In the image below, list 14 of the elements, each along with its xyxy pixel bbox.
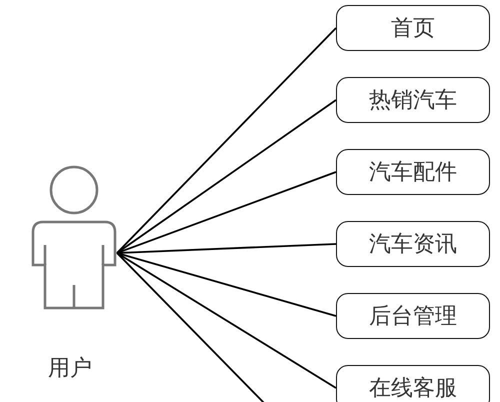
actor-label: 用户 [48, 355, 92, 383]
use-case-box: 汽车资讯 [336, 221, 490, 267]
connector-line [116, 27, 337, 254]
use-case-box: 汽车配件 [336, 149, 490, 195]
connector-line [116, 99, 337, 254]
use-case-box: 热销汽车 [336, 77, 490, 123]
connector-line [116, 252, 267, 402]
use-case-box: 后台管理 [336, 293, 490, 339]
connector-line [116, 252, 336, 317]
connector-line [116, 243, 336, 254]
connector-line [116, 171, 336, 254]
use-case-box: 在线客服 [336, 365, 490, 402]
use-case-box: 首页 [336, 5, 490, 51]
connector-line [116, 252, 336, 389]
